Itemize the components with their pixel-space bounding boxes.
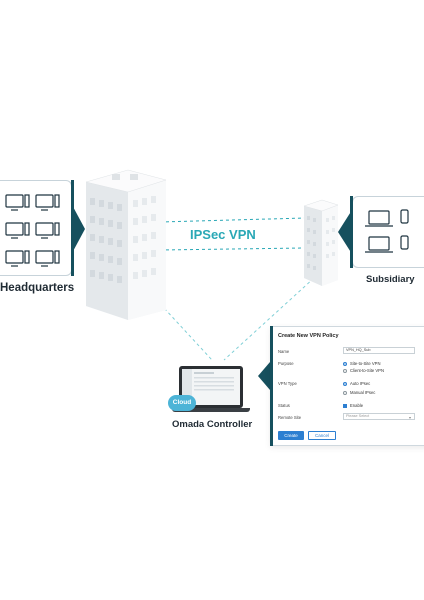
subsidiary-panel-pointer — [338, 210, 352, 254]
cloud-label: Cloud — [172, 399, 192, 406]
headquarters-devices-panel — [0, 180, 72, 276]
cancel-button[interactable]: Cancel — [308, 431, 336, 440]
remote-site-label: Remote Site — [278, 415, 302, 420]
vpn-type-auto-label: Auto IPsec — [350, 381, 371, 386]
purpose-client-to-site-radio[interactable] — [343, 369, 347, 373]
chevron-down-icon: ▾ — [409, 415, 412, 420]
omada-controller-label: Omada Controller — [172, 419, 253, 430]
name-input[interactable]: VPN_HQ_Sub — [343, 347, 415, 354]
create-button[interactable]: Create — [278, 431, 304, 440]
status-label: Status — [278, 403, 290, 408]
vpn-type-label: VPN Type — [278, 381, 297, 386]
purpose-client-to-site-label: Client-to-Site VPN — [350, 368, 384, 373]
cloud-icon — [168, 395, 196, 411]
subsidiary-building-icon — [303, 199, 339, 286]
purpose-site-to-site-label: Site-to-Site VPN — [350, 361, 381, 366]
form-accent — [270, 326, 273, 446]
headquarters-building-icon — [85, 169, 167, 320]
subsidiary-devices-panel — [352, 196, 424, 268]
form-title: Create New VPN Policy — [278, 333, 339, 339]
vpn-type-manual-label: Manual IPsec — [350, 390, 376, 395]
ipsec-vpn-label: IPSec VPN — [188, 227, 258, 242]
vpn-type-manual-radio[interactable] — [343, 391, 347, 395]
status-enable-label: Enable — [350, 403, 364, 408]
status-enable-checkbox[interactable] — [343, 404, 347, 408]
laptop-base — [172, 408, 250, 412]
remote-site-select[interactable]: Please Select — [343, 413, 415, 420]
headquarters-label: Headquarters — [0, 282, 75, 294]
laptop-phone-icon — [365, 209, 409, 253]
purpose-site-to-site-radio[interactable] — [343, 362, 347, 366]
purpose-label: Purpose — [278, 361, 294, 366]
form-pointer — [258, 362, 270, 390]
vpn-policy-form — [270, 326, 424, 446]
desktop-computers-icon — [5, 194, 60, 267]
subsidiary-label: Subsidiary — [366, 274, 415, 285]
name-field-label: Name — [278, 349, 290, 354]
headquarters-panel-pointer — [71, 203, 85, 255]
vpn-type-auto-radio[interactable] — [343, 382, 347, 386]
